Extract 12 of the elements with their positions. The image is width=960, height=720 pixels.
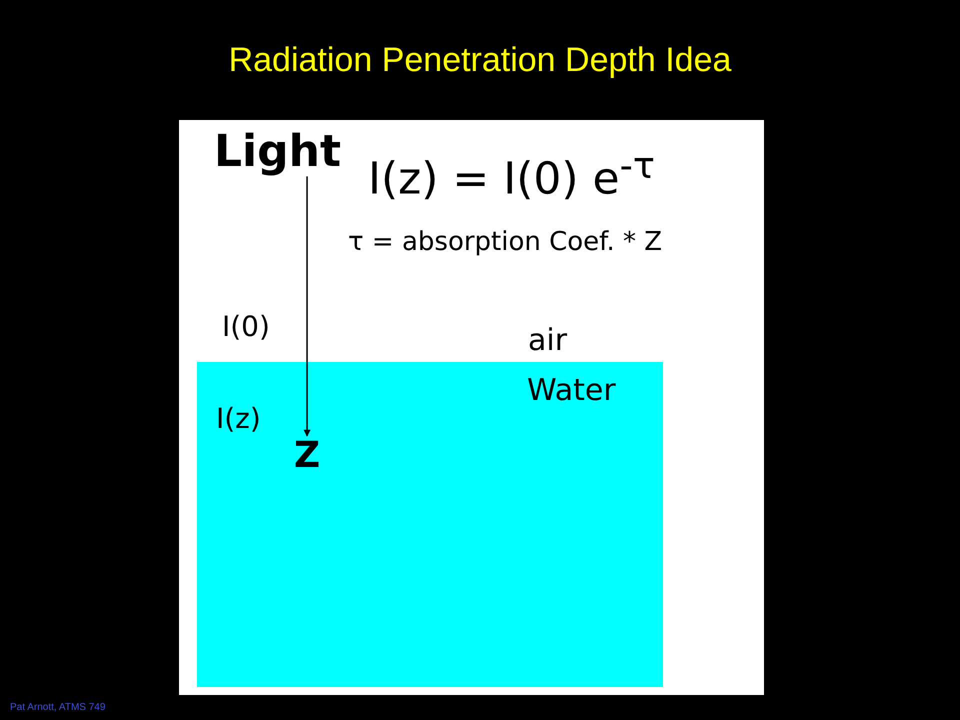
intensity-label: I(0)	[222, 312, 270, 343]
source-label: Light	[214, 128, 341, 176]
intensity-label: I(z)	[216, 404, 261, 435]
region-label: air	[528, 324, 568, 357]
equation: I(z) = I(0) e$^{-τ}$	[368, 146, 655, 204]
region-label: Water	[527, 374, 616, 407]
depth-label: Z	[294, 436, 320, 476]
credit-text: Pat Arnott, ATMS 749	[10, 702, 106, 713]
slide-title: Radiation Penetration Depth Idea	[228, 40, 732, 81]
water-region	[197, 362, 663, 687]
equation: τ = absorption Coef. * Z	[348, 228, 662, 257]
arrow	[304, 176, 311, 437]
